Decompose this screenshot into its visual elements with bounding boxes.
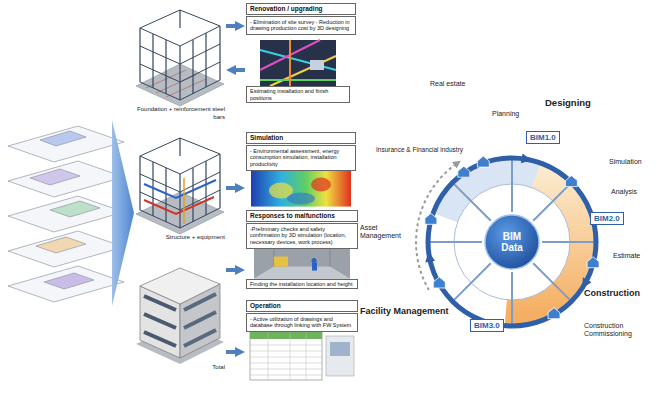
box-body: - Active utilization of drawings and dat… bbox=[246, 313, 358, 332]
cycle-label: Asset Management bbox=[360, 224, 406, 240]
image-slot bbox=[135, 264, 225, 364]
cycle-label: Estimate bbox=[613, 252, 640, 260]
building-model bbox=[136, 268, 224, 364]
cycle-label: Construction bbox=[584, 288, 640, 298]
flow-arrow bbox=[232, 68, 245, 72]
database-screen bbox=[250, 332, 354, 380]
image-slot bbox=[246, 171, 356, 207]
room-image bbox=[254, 249, 350, 279]
building-frame bbox=[136, 10, 224, 106]
flow-arrow bbox=[226, 268, 239, 272]
box-body: - Elimination of site survey - Reduction… bbox=[246, 16, 356, 35]
note-box: Simulation- Environmental assessment, en… bbox=[246, 132, 356, 207]
building-model: Foundation + reinforcement steel bars bbox=[135, 6, 225, 121]
box-title: Responses to malfunctions bbox=[246, 210, 358, 222]
model-caption: Structure + equipment bbox=[135, 234, 225, 242]
image-slot bbox=[135, 6, 225, 106]
note-box: Operation- Active utilization of drawing… bbox=[246, 300, 358, 382]
box-body: -Preliminary checks and safety confirmat… bbox=[246, 223, 358, 249]
data-hub-circle: BIM Data bbox=[484, 214, 540, 270]
image-slot bbox=[135, 134, 225, 234]
chevron-arrow bbox=[112, 120, 134, 306]
flow-arrow bbox=[226, 350, 239, 354]
render-image bbox=[260, 40, 336, 86]
cycle-label: Insurance & Financial industry bbox=[376, 146, 463, 153]
stage-box: BIM3.0 bbox=[470, 319, 504, 332]
note-box: Responses to malfunctions-Preliminary ch… bbox=[246, 210, 358, 289]
building-model: Total bbox=[135, 264, 225, 372]
bim-cycle bbox=[416, 154, 599, 326]
heatmap-image bbox=[251, 171, 351, 207]
box-title: Simulation bbox=[246, 132, 356, 144]
cycle-label: Construction Commissioning bbox=[584, 322, 652, 338]
stage-label: BIM1.0 bbox=[526, 131, 560, 144]
box-body: - Environmental assessment, energy consu… bbox=[246, 145, 356, 171]
image-caption: Estimating installation and finish posit… bbox=[246, 86, 350, 103]
flow-arrow bbox=[226, 24, 239, 28]
stage-box: BIM2.0 bbox=[590, 212, 624, 225]
floor-plans bbox=[8, 126, 124, 302]
cycle-label: Real estate bbox=[430, 80, 465, 88]
cycle-label: Designing bbox=[545, 98, 591, 109]
image-caption: Finding the installation location and he… bbox=[246, 279, 358, 290]
image-slot bbox=[246, 40, 350, 86]
model-caption: Foundation + reinforcement steel bars bbox=[135, 106, 225, 121]
image-caption-box: Estimating installation and finish posit… bbox=[246, 40, 350, 103]
cycle-label: Planning bbox=[492, 110, 519, 118]
cycle-label: Simulation bbox=[609, 158, 642, 166]
building-frame bbox=[136, 138, 224, 234]
image-slot bbox=[246, 249, 358, 279]
note-box: Renovation / upgrading- Elimination of s… bbox=[246, 3, 356, 35]
stage-box: BIM1.0 bbox=[526, 131, 560, 144]
stage-label: BIM2.0 bbox=[590, 212, 624, 225]
stage-label: BIM3.0 bbox=[470, 319, 504, 332]
image-slot bbox=[246, 332, 358, 382]
building-model: Structure + equipment bbox=[135, 134, 225, 242]
box-title: Operation bbox=[246, 300, 358, 312]
flow-arrow bbox=[226, 186, 239, 190]
hub-label: BIM Data bbox=[492, 231, 532, 253]
model-caption: Total bbox=[135, 364, 225, 372]
cycle-label: Facility Management bbox=[360, 306, 449, 316]
box-title: Renovation / upgrading bbox=[246, 3, 356, 15]
cycle-label: Analysis bbox=[611, 188, 637, 196]
